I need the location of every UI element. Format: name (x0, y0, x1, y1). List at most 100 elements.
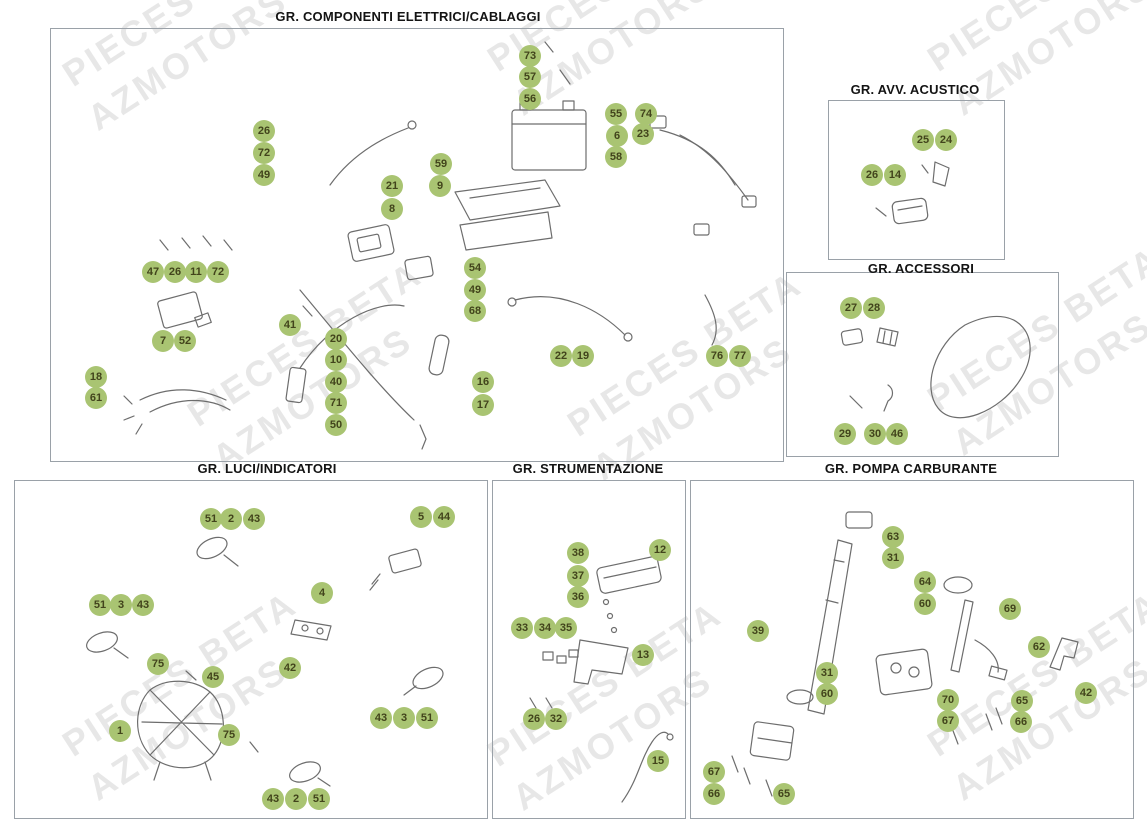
part-callout-36[interactable]: 36 (567, 586, 589, 608)
part-callout-67[interactable]: 67 (937, 710, 959, 732)
part-callout-52[interactable]: 52 (174, 330, 196, 352)
part-callout-7[interactable]: 7 (152, 330, 174, 352)
part-callout-57[interactable]: 57 (519, 66, 541, 88)
part-callout-17[interactable]: 17 (472, 394, 494, 416)
part-callout-58[interactable]: 58 (605, 146, 627, 168)
part-callout-39[interactable]: 39 (747, 620, 769, 642)
part-callout-14[interactable]: 14 (884, 164, 906, 186)
part-callout-66[interactable]: 66 (1010, 711, 1032, 733)
part-callout-11[interactable]: 11 (185, 261, 207, 283)
part-callout-51[interactable]: 51 (308, 788, 330, 810)
part-callout-33[interactable]: 33 (511, 617, 533, 639)
part-callout-63[interactable]: 63 (882, 526, 904, 548)
part-callout-25[interactable]: 25 (912, 129, 934, 151)
part-callout-9[interactable]: 9 (429, 175, 451, 197)
part-callout-6[interactable]: 6 (606, 125, 628, 147)
part-callout-70[interactable]: 70 (937, 689, 959, 711)
part-callout-71[interactable]: 71 (325, 392, 347, 414)
part-callout-19[interactable]: 19 (572, 345, 594, 367)
part-callout-43[interactable]: 43 (243, 508, 265, 530)
part-callout-47[interactable]: 47 (142, 261, 164, 283)
part-callout-67[interactable]: 67 (703, 761, 725, 783)
part-callout-38[interactable]: 38 (567, 542, 589, 564)
part-callout-13[interactable]: 13 (632, 644, 654, 666)
part-callout-3[interactable]: 3 (110, 594, 132, 616)
part-callout-26[interactable]: 26 (164, 261, 186, 283)
part-callout-23[interactable]: 23 (632, 123, 654, 145)
part-callout-62[interactable]: 62 (1028, 636, 1050, 658)
part-callout-59[interactable]: 59 (430, 153, 452, 175)
part-callout-2[interactable]: 2 (220, 508, 242, 530)
part-callout-50[interactable]: 50 (325, 414, 347, 436)
part-callout-74[interactable]: 74 (635, 103, 657, 125)
part-callout-45[interactable]: 45 (202, 666, 224, 688)
part-callout-31[interactable]: 31 (816, 662, 838, 684)
part-callout-12[interactable]: 12 (649, 539, 671, 561)
part-callout-40[interactable]: 40 (325, 371, 347, 393)
part-callout-1[interactable]: 1 (109, 720, 131, 742)
part-callout-60[interactable]: 60 (914, 593, 936, 615)
part-callout-8[interactable]: 8 (381, 198, 403, 220)
part-callout-43[interactable]: 43 (132, 594, 154, 616)
section-luci-indicatori-title: GR. LUCI/INDICATORI (197, 461, 337, 476)
part-callout-55[interactable]: 55 (605, 103, 627, 125)
section-componenti-elettrici-title: GR. COMPONENTI ELETTRICI/CABLAGGI (275, 9, 541, 24)
part-callout-68[interactable]: 68 (464, 300, 486, 322)
part-callout-37[interactable]: 37 (567, 565, 589, 587)
part-callout-43[interactable]: 43 (370, 707, 392, 729)
part-callout-60[interactable]: 60 (816, 683, 838, 705)
part-callout-61[interactable]: 61 (85, 387, 107, 409)
part-callout-69[interactable]: 69 (999, 598, 1021, 620)
part-callout-72[interactable]: 72 (253, 142, 275, 164)
part-callout-77[interactable]: 77 (729, 345, 751, 367)
part-callout-26[interactable]: 26 (861, 164, 883, 186)
part-callout-2[interactable]: 2 (285, 788, 307, 810)
part-callout-56[interactable]: 56 (519, 88, 541, 110)
part-callout-35[interactable]: 35 (555, 617, 577, 639)
part-callout-30[interactable]: 30 (864, 423, 886, 445)
part-callout-66[interactable]: 66 (703, 783, 725, 805)
part-callout-65[interactable]: 65 (1011, 690, 1033, 712)
part-callout-5[interactable]: 5 (410, 506, 432, 528)
section-pompa-carburante-title: GR. POMPA CARBURANTE (824, 461, 998, 476)
part-callout-76[interactable]: 76 (706, 345, 728, 367)
part-callout-49[interactable]: 49 (464, 279, 486, 301)
part-callout-72[interactable]: 72 (207, 261, 229, 283)
part-callout-51[interactable]: 51 (89, 594, 111, 616)
part-callout-44[interactable]: 44 (433, 506, 455, 528)
part-callout-32[interactable]: 32 (545, 708, 567, 730)
part-callout-26[interactable]: 26 (523, 708, 545, 730)
part-callout-18[interactable]: 18 (85, 366, 107, 388)
part-callout-42[interactable]: 42 (1075, 682, 1097, 704)
part-callout-20[interactable]: 20 (325, 328, 347, 350)
part-callout-34[interactable]: 34 (534, 617, 556, 639)
part-callout-75[interactable]: 75 (218, 724, 240, 746)
part-callout-26[interactable]: 26 (253, 120, 275, 142)
part-callout-49[interactable]: 49 (253, 164, 275, 186)
part-callout-42[interactable]: 42 (279, 657, 301, 679)
part-callout-65[interactable]: 65 (773, 783, 795, 805)
part-callout-43[interactable]: 43 (262, 788, 284, 810)
part-callout-41[interactable]: 41 (279, 314, 301, 336)
part-callout-73[interactable]: 73 (519, 45, 541, 67)
part-callout-64[interactable]: 64 (914, 571, 936, 593)
part-callout-51[interactable]: 51 (200, 508, 222, 530)
part-callout-28[interactable]: 28 (863, 297, 885, 319)
part-callout-3[interactable]: 3 (393, 707, 415, 729)
part-callout-22[interactable]: 22 (550, 345, 572, 367)
part-callout-24[interactable]: 24 (935, 129, 957, 151)
part-callout-46[interactable]: 46 (886, 423, 908, 445)
part-callout-4[interactable]: 4 (311, 582, 333, 604)
part-callout-15[interactable]: 15 (647, 750, 669, 772)
part-callout-31[interactable]: 31 (882, 547, 904, 569)
section-strumentazione-box (492, 480, 686, 819)
part-callout-27[interactable]: 27 (840, 297, 862, 319)
part-callout-54[interactable]: 54 (464, 257, 486, 279)
part-callout-10[interactable]: 10 (325, 349, 347, 371)
part-callout-75[interactable]: 75 (147, 653, 169, 675)
part-callout-51[interactable]: 51 (416, 707, 438, 729)
part-callout-16[interactable]: 16 (472, 371, 494, 393)
part-callout-21[interactable]: 21 (381, 175, 403, 197)
part-callout-29[interactable]: 29 (834, 423, 856, 445)
